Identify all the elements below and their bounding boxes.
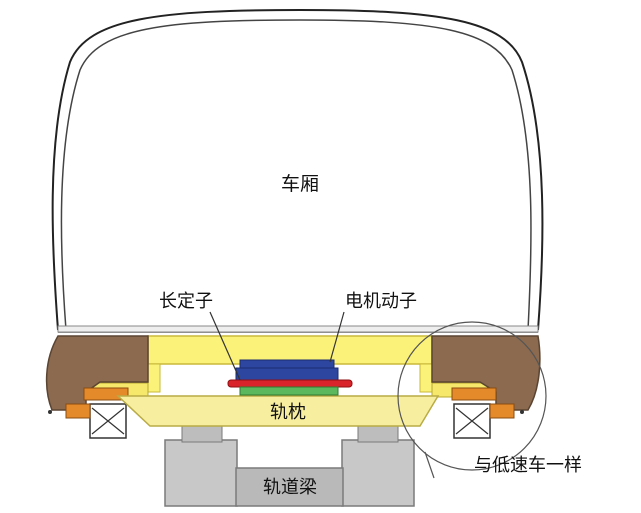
leader-long-stator (209, 311, 241, 381)
motor-rotor (235, 367, 339, 381)
lev-rail-left (65, 403, 91, 419)
motor-rotor-top (239, 359, 335, 369)
lev-rail-right (489, 403, 515, 419)
beam-right-pier (341, 439, 415, 507)
leader-motor-rotor (329, 311, 345, 363)
side-skirt-right (431, 335, 541, 411)
lev-coil-right (455, 407, 489, 435)
beam-left-pier (164, 439, 238, 507)
stator-rail (239, 386, 339, 396)
lev-coil-left (91, 407, 125, 435)
beam-top-right (357, 425, 399, 443)
guideway-beam (164, 425, 415, 507)
linear-motor (227, 359, 353, 396)
car-body-inner (60, 19, 532, 331)
side-skirts (45, 335, 541, 414)
levitation-modules (65, 387, 515, 439)
label-sleeper: 轨枕 (270, 402, 306, 423)
label-guideway-beam: 轨道梁 (263, 477, 317, 498)
beam-top-left (181, 425, 223, 443)
car-floor-band (57, 325, 539, 333)
side-skirt-left (45, 335, 149, 411)
lev-magnet-left-top (83, 387, 129, 401)
lev-magnet-right-top (451, 387, 497, 401)
skirt-bolt-right (520, 410, 524, 414)
label-same-as-low-speed: 与低速车一样 (474, 455, 582, 476)
car-body (51, 8, 544, 333)
sleeper (116, 395, 440, 427)
label-long-stator: 长定子 (159, 291, 213, 312)
long-stator (227, 379, 353, 388)
callout-pointer (424, 451, 435, 479)
callout-circle (397, 321, 547, 471)
car-body-outer (51, 8, 544, 331)
label-motor-rotor: 电机动子 (345, 291, 417, 312)
label-car-body: 车厢 (281, 173, 319, 195)
beam-middle (235, 467, 344, 507)
skirt-bolt-left (48, 410, 52, 414)
